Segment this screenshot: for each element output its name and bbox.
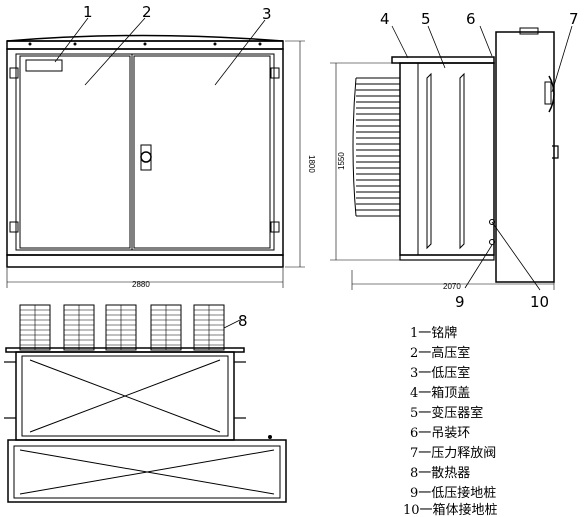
legend-item: 6一吊装环	[410, 426, 470, 441]
hinge-icon	[270, 221, 280, 233]
callout-10: 10	[530, 293, 549, 311]
callout-7: 7	[569, 10, 579, 28]
legend-item: 4一箱顶盖	[410, 385, 470, 401]
legend-item: 10一箱体接地桩	[403, 502, 498, 517]
grounding-lug-icon	[489, 239, 495, 245]
nameplate	[25, 59, 63, 72]
top-radiators	[19, 304, 225, 351]
legend-item: 5一变压器室	[410, 405, 483, 421]
dim-front-width: 2880	[132, 280, 150, 289]
callout-2: 2	[142, 3, 152, 21]
legend-item: 8一散热器	[410, 466, 470, 481]
legend-item: 9一低压接地桩	[410, 485, 496, 501]
pressure-relief-valve-icon	[548, 75, 555, 113]
dim-side-height: 1550	[337, 152, 346, 170]
callout-8: 8	[238, 312, 248, 330]
grounding-lug-icon	[489, 219, 495, 225]
hinge-icon	[9, 67, 19, 79]
plan-view	[4, 304, 287, 503]
callout-6: 6	[466, 10, 476, 28]
legend-item: 3一低压室	[410, 365, 470, 381]
hinge-icon	[270, 67, 280, 79]
side-view	[330, 25, 573, 291]
legend-item: 2一高压室	[410, 345, 470, 361]
callout-5: 5	[421, 10, 431, 28]
callout-4: 4	[380, 10, 390, 28]
legend-item: 1一铭牌	[410, 325, 457, 341]
legend: 1一铭牌 2一高压室 3一低压室 4一箱顶盖 5一变压器室 6一吊装环 7一压力…	[403, 325, 498, 517]
dim-side-width: 2070	[443, 282, 461, 291]
legend-item: 7一压力释放阀	[410, 446, 496, 461]
callout-9: 9	[455, 293, 465, 311]
side-radiator	[352, 77, 400, 217]
door-handle-icon	[140, 151, 152, 163]
front-view	[6, 17, 305, 288]
callout-1: 1	[83, 3, 93, 21]
callout-3: 3	[262, 5, 272, 23]
hinge-icon	[9, 221, 19, 233]
dim-front-height: 1800	[307, 155, 316, 173]
